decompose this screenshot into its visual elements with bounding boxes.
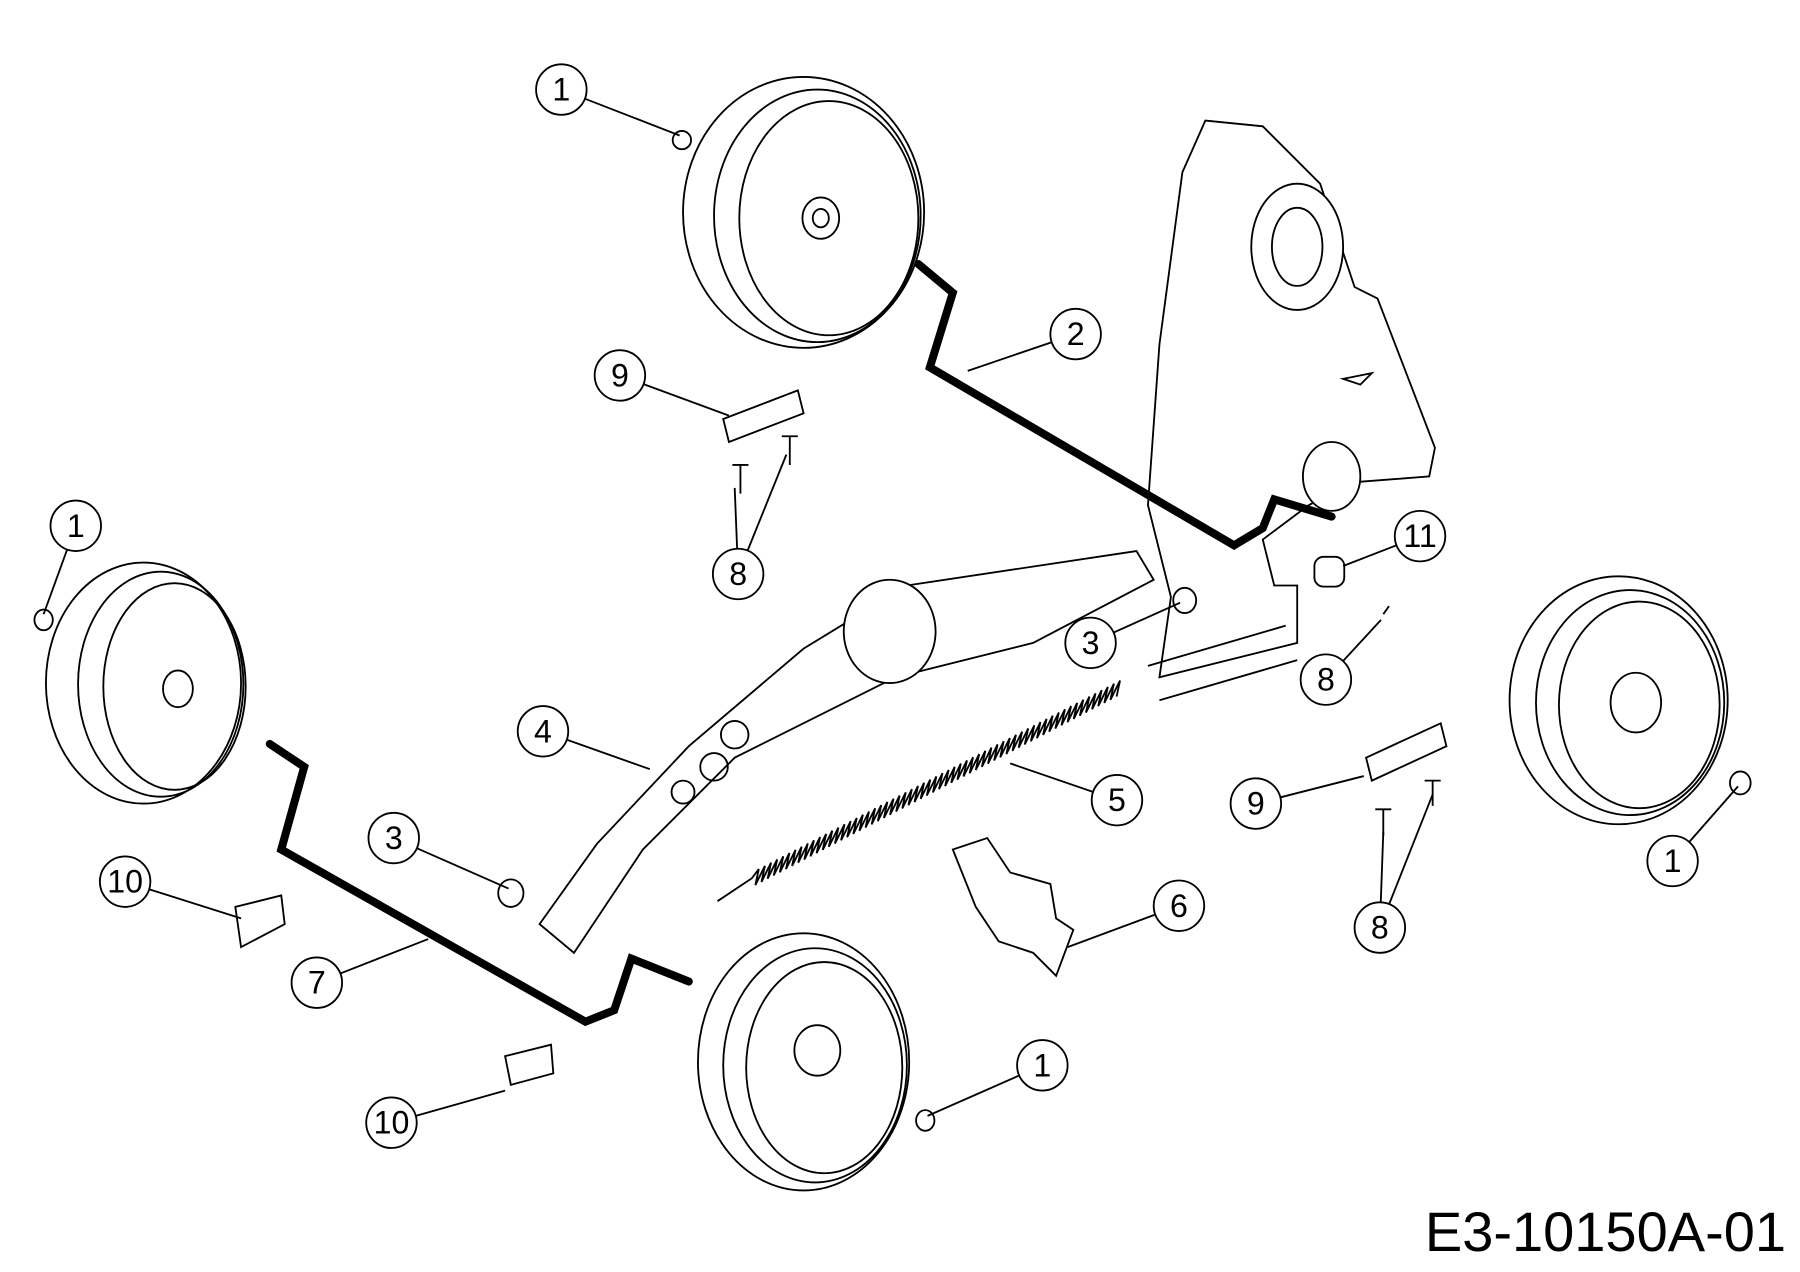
callout-3: 3 (1064, 601, 1181, 670)
callout-4: 4 (516, 705, 651, 771)
callout-label: 5 (1108, 782, 1126, 818)
callout-5: 5 (1009, 762, 1144, 827)
callout-circle (1090, 773, 1144, 827)
callout-circle (711, 547, 765, 601)
wheel-right (1508, 575, 1729, 826)
callout-label: 9 (1247, 786, 1265, 822)
clip (504, 1043, 555, 1086)
callout-label: 4 (534, 713, 552, 749)
callout-label: 6 (1170, 888, 1188, 924)
callout-label: 1 (67, 508, 85, 544)
callout-label: 3 (385, 820, 403, 856)
callout-circle (1393, 509, 1447, 563)
callout-label: 8 (1371, 910, 1389, 946)
spring (716, 680, 1121, 902)
callout-circle (367, 811, 420, 865)
callout-circle (1016, 1039, 1069, 1092)
rear-axle (914, 260, 1336, 550)
bushing (497, 878, 525, 908)
callout-circle (1152, 879, 1206, 932)
callout-circle (1353, 901, 1407, 954)
clip (234, 894, 286, 949)
callout-10: 10 (98, 855, 242, 920)
callout-1: 1 (535, 63, 680, 137)
callout-circle (365, 1096, 418, 1149)
callout-circle (290, 956, 344, 1009)
callout-1: 1 (42, 499, 102, 615)
callout-label: 8 (729, 556, 747, 592)
callout-label: 10 (374, 1105, 410, 1141)
wheel-rear-top (682, 76, 926, 349)
wheel-front-left (44, 561, 247, 805)
callout-label: 10 (107, 864, 143, 900)
mower-housing (1147, 119, 1436, 702)
callout-label: 1 (552, 72, 570, 108)
callout-circle (535, 63, 588, 116)
callout-circle (1049, 307, 1102, 361)
callout-circle (98, 855, 152, 908)
callout-circle (1064, 616, 1117, 670)
callout-8: 8 (1299, 619, 1382, 706)
washer (33, 608, 54, 632)
callout-7: 7 (290, 938, 429, 1009)
callout-8: 8 (711, 454, 788, 601)
callout-label: 1 (1664, 843, 1682, 879)
callout-circle (593, 349, 647, 402)
callout-1: 1 (927, 1039, 1069, 1117)
callout-circle (1229, 777, 1283, 830)
bracket (1364, 721, 1448, 782)
callout-9: 9 (593, 349, 730, 417)
callout-circle (1646, 834, 1699, 888)
callout-6: 6 (1067, 879, 1206, 948)
callout-11: 11 (1342, 509, 1447, 567)
callout-label: 2 (1067, 316, 1085, 352)
screws (732, 435, 1441, 836)
callout-circle (49, 499, 102, 552)
callout-label: 3 (1082, 625, 1100, 661)
callout-label: 7 (308, 965, 326, 1001)
callout-circle (1299, 653, 1353, 706)
bracket (722, 389, 805, 444)
callout-label: 8 (1317, 662, 1335, 698)
callout-circle (516, 705, 570, 758)
callout-label: 11 (1403, 518, 1436, 554)
sleeve (1313, 555, 1346, 588)
callout-10: 10 (365, 1089, 506, 1149)
callout-9: 9 (1229, 775, 1365, 830)
callout-2: 2 (967, 307, 1102, 372)
callout-8: 8 (1353, 794, 1434, 954)
callout-label: 1 (1033, 1047, 1051, 1083)
callout-1: 1 (1646, 785, 1739, 888)
diagram-code: E3-10150A-01 (1424, 1200, 1786, 1263)
bushing (1172, 586, 1198, 614)
callout-label: 9 (611, 357, 629, 393)
height-adjust-handle (951, 836, 1075, 978)
wheel-front-bottom (697, 932, 911, 1192)
front-axle (265, 739, 693, 1027)
callout-3: 3 (367, 811, 509, 890)
